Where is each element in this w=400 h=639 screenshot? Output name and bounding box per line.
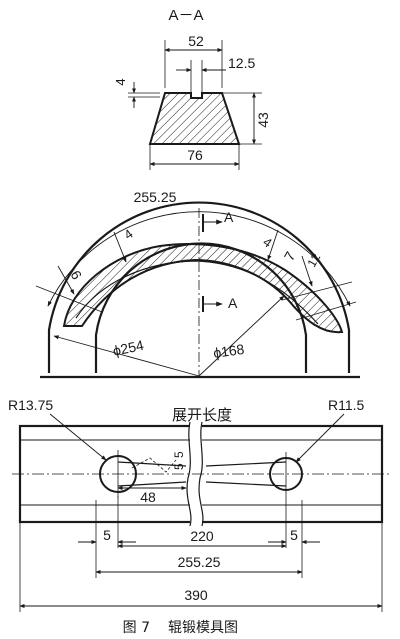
cross-section-profile [148,92,241,145]
total-length-label: 390 [184,587,208,603]
right-radius-label: R11.5 [328,397,365,413]
slot-width-label: 12.5 [228,55,255,71]
left-end-label: 6 [67,268,85,283]
plan-view: 展开长度 R13.75 R11.5 5 5 48 [8,397,390,612]
right-margin-label: 5 [290,527,298,543]
section-a-a: A－A 52 12.5 4 43 76 [113,7,271,170]
groove-length-label: 48 [140,489,156,505]
die-outer-contour [47,201,351,373]
section-mark-bottom: A [228,295,238,311]
arc-elevation-view: 255.25 A A 4 4 6 7 12 ϕ254 ϕ168 [35,189,360,379]
figure-caption: 图 7 辊锻模具图 [123,620,238,636]
figure-number: 图 7 [123,620,150,636]
section-height-label: 43 [255,112,271,128]
left-radius-label: R13.75 [8,397,53,413]
slot-depth-label: 4 [113,78,128,85]
right-thickness-label: 4 [260,234,275,250]
bottom-width-label: 76 [187,147,203,163]
outer-diameter-label: ϕ254 [111,337,145,359]
small-dimension-a: 5 [172,451,186,458]
developed-length-caption: 展开长度 [172,406,232,424]
hole-spacing-label: 220 [190,528,214,544]
billet-cavity [62,243,344,334]
inner-diameter-label: ϕ168 [212,341,245,361]
left-margin-label: 5 [103,527,111,543]
right-end-label-a: 7 [281,249,299,264]
small-dimension-b: 5 [172,463,186,470]
developed-length-label: 255.25 [178,554,221,570]
section-title: A－A [168,7,203,24]
left-thickness-label: 4 [121,226,136,242]
top-width-label: 52 [188,33,204,49]
right-end-label-b: 12 [304,251,323,270]
figure-title: 辊锻模具图 [168,620,238,636]
section-mark-top: A [224,209,234,225]
chord-length-label: 255.25 [134,189,177,205]
